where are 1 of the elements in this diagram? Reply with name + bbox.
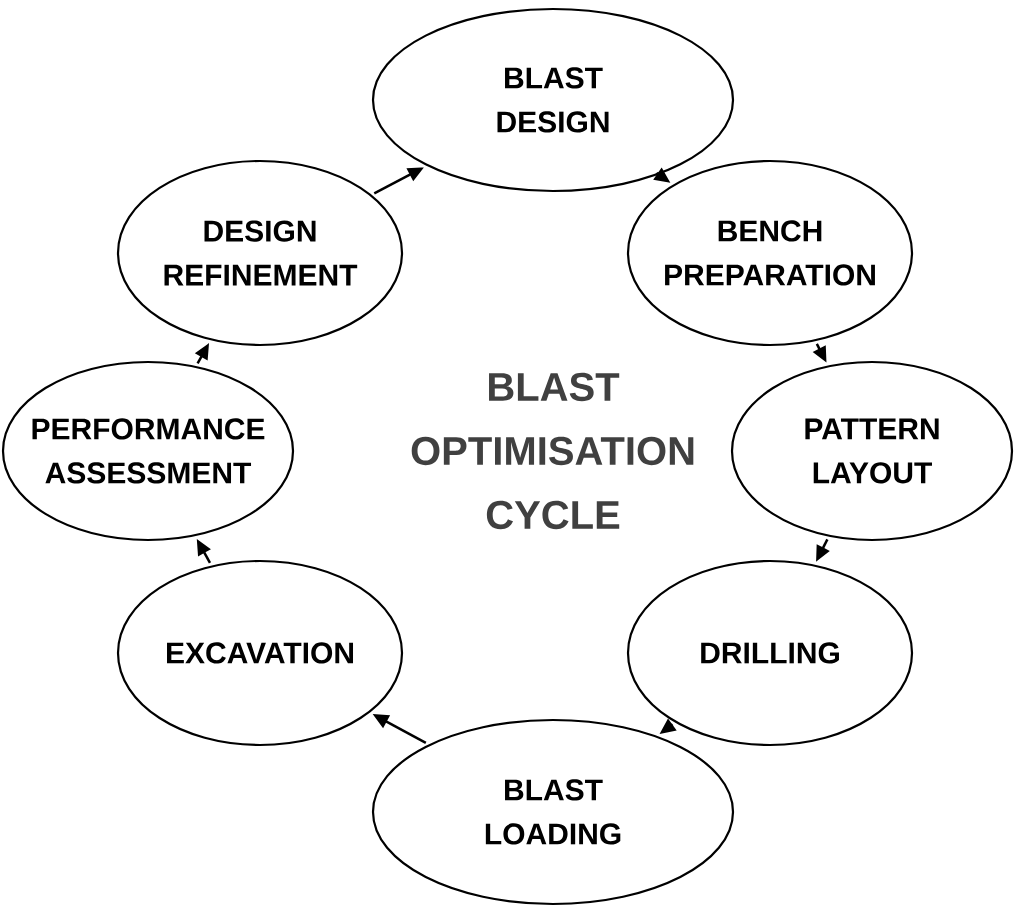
cycle-title: BLAST OPTIMISATION CYCLE	[411, 372, 694, 530]
